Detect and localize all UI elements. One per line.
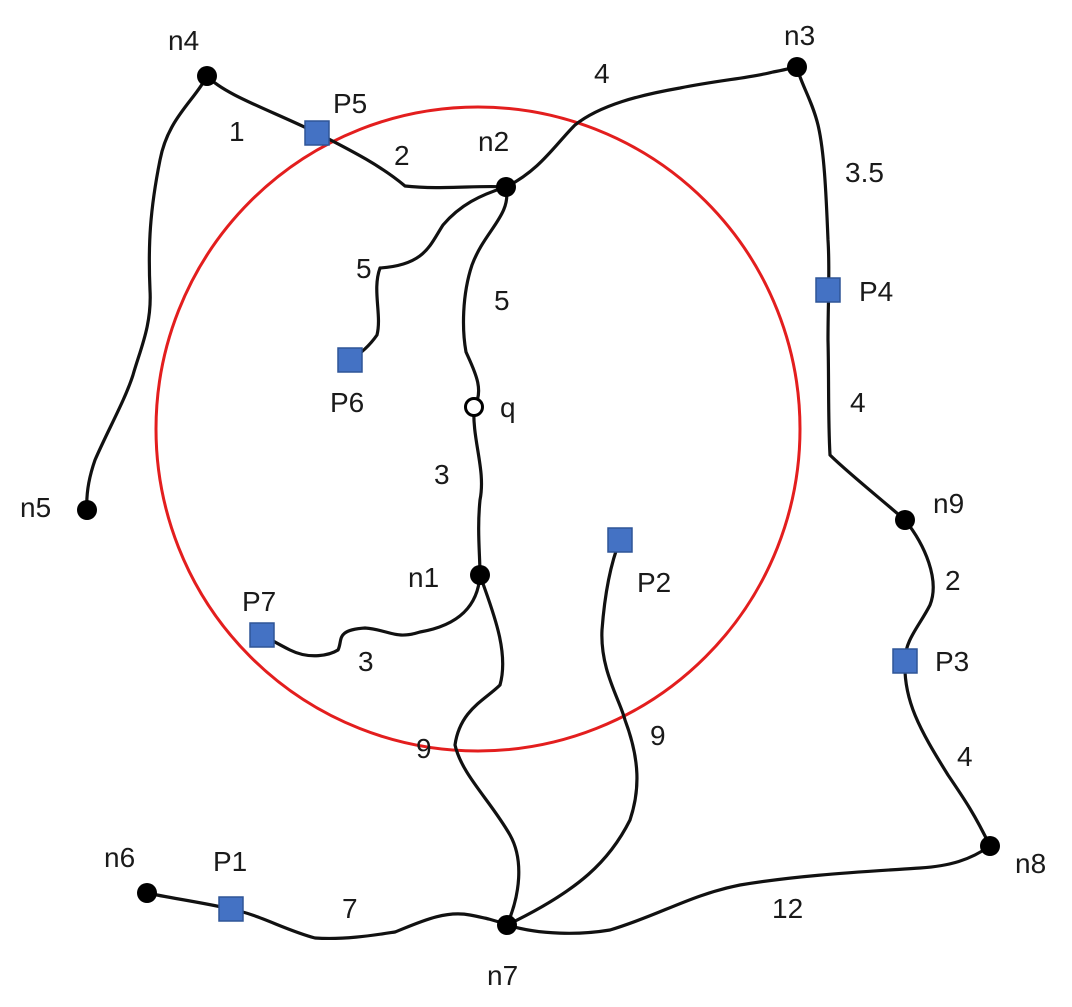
node-n7-dot xyxy=(497,915,517,935)
node-markers xyxy=(77,57,1000,935)
road-n2-q-n1 xyxy=(461,185,509,577)
road-n6-n7 xyxy=(145,891,509,941)
road-n2-n3 xyxy=(504,65,799,189)
edge-weight-n1-p7: 3 xyxy=(358,646,374,677)
edge-weight-p5-n2: 2 xyxy=(394,140,410,171)
edge-weight-n9-p3: 2 xyxy=(945,565,961,596)
node-label-n9: n9 xyxy=(933,488,964,519)
poi-p1-marker xyxy=(218,896,244,922)
node-label-n3: n3 xyxy=(784,20,815,51)
edge-weight-n2-q: 5 xyxy=(494,285,510,316)
node-label-n5: n5 xyxy=(20,492,51,523)
node-label-n4: n4 xyxy=(168,25,199,56)
road-p2-n7 xyxy=(505,538,639,927)
edge-weight-n2-p6: 5 xyxy=(356,253,372,284)
node-n2-dot xyxy=(496,177,516,197)
edge-weight-n6-n7: 7 xyxy=(342,893,358,924)
poi-p6-marker xyxy=(337,347,363,373)
road-n2-p6 xyxy=(348,185,508,362)
road-edges xyxy=(85,65,992,941)
range-circle xyxy=(154,105,802,753)
poi-labels: P5 P4 P6 P2 P7 P3 P1 xyxy=(213,88,969,877)
road-n7-n8 xyxy=(505,844,992,935)
poi-label-p3: P3 xyxy=(935,646,969,677)
edge-weight-n8-n7: 12 xyxy=(772,893,803,924)
node-label-n2: n2 xyxy=(478,126,509,157)
edge-weight-labels: 1 2 4 3.5 5 5 4 3 2 3 9 9 4 7 12 xyxy=(229,58,973,924)
edge-weight-p4-n9: 4 xyxy=(850,387,866,418)
poi-p4-marker xyxy=(815,277,841,303)
edge-weight-n2-n3: 4 xyxy=(594,58,610,89)
poi-p7-marker xyxy=(249,622,275,648)
poi-label-p2: P2 xyxy=(637,567,671,598)
road-n4-n2 xyxy=(205,74,508,190)
poi-p5-marker xyxy=(304,120,330,146)
poi-label-p6: P6 xyxy=(330,387,364,418)
node-n3-dot xyxy=(787,57,807,77)
poi-label-p7: P7 xyxy=(242,586,276,617)
edge-weight-q-n1: 3 xyxy=(434,459,450,490)
node-label-n1: n1 xyxy=(408,562,439,593)
node-n1-dot xyxy=(470,565,490,585)
road-n1-n7 xyxy=(453,573,521,927)
node-n9-dot xyxy=(895,510,915,530)
edge-weight-n1-n7: 9 xyxy=(416,733,432,764)
edge-weight-n4-p5: 1 xyxy=(229,116,245,147)
road-n4-n5 xyxy=(85,74,209,512)
node-n4-dot xyxy=(197,66,217,86)
query-point-marker xyxy=(464,397,484,417)
node-label-n6: n6 xyxy=(104,842,135,873)
node-labels: n4 n3 n2 n5 n9 n1 n8 n6 n7 q xyxy=(20,20,1046,991)
poi-p3-marker xyxy=(892,648,918,674)
node-label-n8: n8 xyxy=(1015,848,1046,879)
edge-weight-n3-p4: 3.5 xyxy=(845,157,884,188)
node-n5-dot xyxy=(77,500,97,520)
query-label: q xyxy=(500,392,516,423)
node-n8-dot xyxy=(980,836,1000,856)
road-n1-p7 xyxy=(260,573,482,658)
poi-label-p5: P5 xyxy=(333,88,367,119)
poi-label-p4: P4 xyxy=(859,276,893,307)
edge-weight-p2-n7: 9 xyxy=(650,720,666,751)
poi-p2-marker xyxy=(607,527,633,553)
poi-markers xyxy=(218,120,918,922)
poi-label-p1: P1 xyxy=(213,846,247,877)
node-n6-dot xyxy=(137,883,157,903)
edge-weight-p3-n8: 4 xyxy=(957,741,973,772)
node-label-n7: n7 xyxy=(487,960,518,991)
